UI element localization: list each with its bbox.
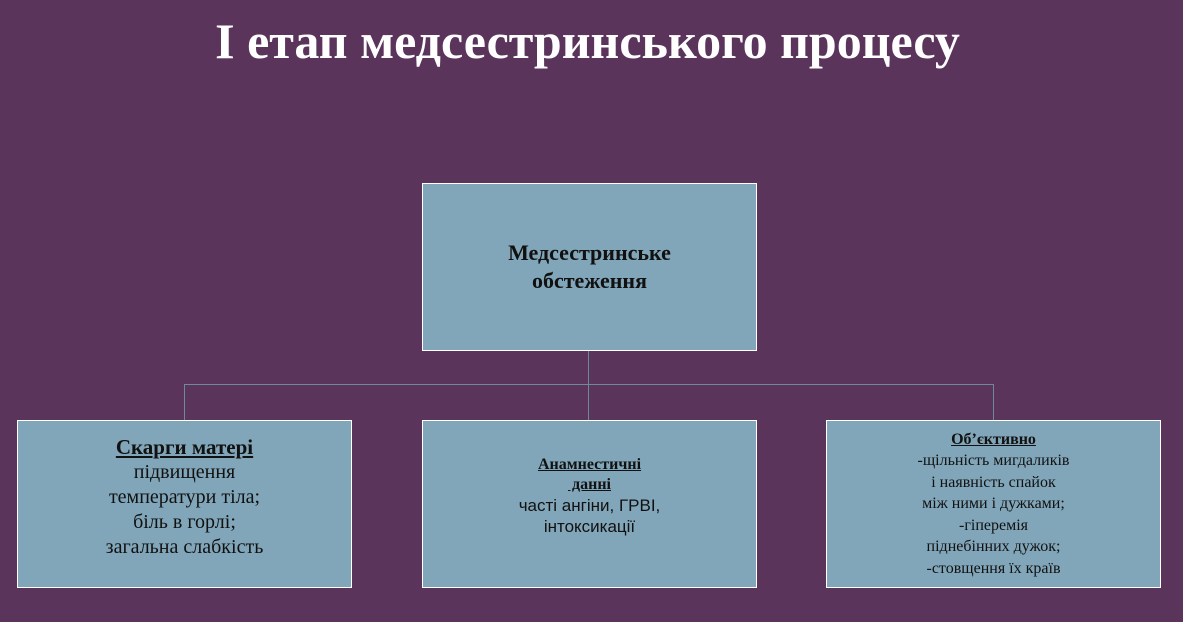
connector-middle-down xyxy=(588,384,589,421)
node-line: між ними і дужками; xyxy=(922,495,1065,512)
node-line: загальна слабкість xyxy=(105,536,264,558)
node-mother-complaints: Скарги матері підвищення температури тіл… xyxy=(17,420,352,588)
node-objective-findings: Об’єктивно -щільність мигдаликів і наявн… xyxy=(826,420,1161,588)
root-node-nursing-examination: Медсестринське обстеження xyxy=(422,183,757,351)
node-line: інтоксикації xyxy=(543,517,636,536)
node-line: підвищення xyxy=(133,461,236,483)
connector-right-down xyxy=(993,384,994,421)
root-label-line-1: Медсестринське xyxy=(508,240,671,265)
node-heading: Скарги матері xyxy=(115,435,254,459)
node-anamnestic-data: Анамнестичні данні часті ангіни, ГРВІ, і… xyxy=(422,420,757,588)
node-line: -щільність мигдаликів xyxy=(917,452,1070,469)
node-line: і наявність спайок xyxy=(931,473,1056,491)
node-line: біль в горлі; xyxy=(133,511,236,533)
node-line: температури тіла; xyxy=(108,486,261,508)
root-label-line-2: обстеження xyxy=(531,268,648,293)
node-heading: Об’єктивно xyxy=(951,431,1036,448)
node-line: -гіперемія xyxy=(958,516,1029,534)
connector-root-down xyxy=(588,350,589,384)
node-line: піднебінних дужок; xyxy=(926,538,1061,555)
node-line: -стовщення їх країв xyxy=(926,559,1061,577)
node-heading-line-2: данні xyxy=(568,476,611,493)
connector-left-down xyxy=(184,384,185,421)
connector-horizontal xyxy=(184,384,994,385)
node-heading-line-1: Анамнестичні xyxy=(537,456,642,473)
slide-title: I етап медсестринського процесу xyxy=(215,13,960,69)
node-line: часті ангіни, ГРВІ, xyxy=(518,496,661,515)
